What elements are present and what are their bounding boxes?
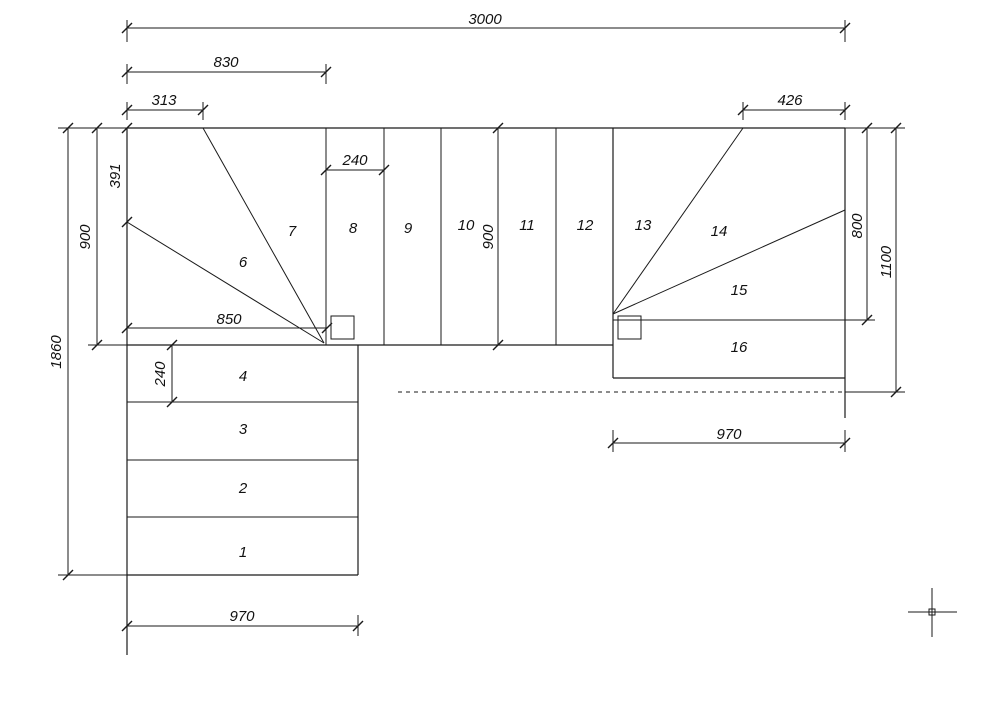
- dim-height-left-upper: 900: [77, 224, 94, 250]
- dimension-lines: [58, 20, 905, 636]
- winder-line: [612, 209, 846, 315]
- dim-winder-offset-left: 313: [151, 92, 177, 109]
- step-number: 11: [519, 217, 535, 234]
- newel-post-left: [330, 315, 355, 340]
- dim-height-middle: 900: [480, 224, 497, 250]
- dim-winder-offset-right: 426: [777, 92, 803, 109]
- dim-total-height-left: 1860: [48, 335, 65, 369]
- step-number: 8: [349, 220, 358, 237]
- step-number: 9: [404, 220, 413, 237]
- step-number: 1: [239, 544, 247, 561]
- crosshair-cursor-icon: [908, 588, 957, 637]
- dim-step-width-top: 240: [341, 152, 368, 169]
- dim-flight-width-right: 970: [716, 426, 742, 443]
- dim-first-flight-width: 830: [213, 54, 239, 71]
- dim-landing-length: 850: [216, 311, 242, 328]
- dim-flight-width-bottom: 970: [229, 608, 255, 625]
- step-number: 13: [635, 217, 652, 234]
- winder-line: [202, 127, 325, 344]
- step-number: 14: [711, 223, 728, 240]
- step-number: 2: [238, 480, 248, 497]
- step-number: 12: [577, 217, 594, 234]
- step-number: 3: [239, 421, 248, 438]
- dim-height-right-total: 1100: [878, 245, 895, 278]
- dim-offset-left-vertical: 391: [107, 163, 124, 188]
- winder-line: [612, 127, 744, 315]
- step-number: 6: [239, 254, 248, 271]
- newel-post-right: [617, 315, 642, 340]
- step-number: 15: [731, 282, 748, 299]
- dim-total-width: 3000: [468, 11, 502, 28]
- dim-height-right-upper: 800: [849, 213, 866, 239]
- step-number: 10: [458, 217, 475, 234]
- step-number: 4: [239, 368, 247, 385]
- step-number: 16: [731, 339, 748, 356]
- dim-step-width-left: 240: [152, 361, 169, 388]
- winder-line: [126, 221, 325, 344]
- step-number: 7: [288, 223, 297, 240]
